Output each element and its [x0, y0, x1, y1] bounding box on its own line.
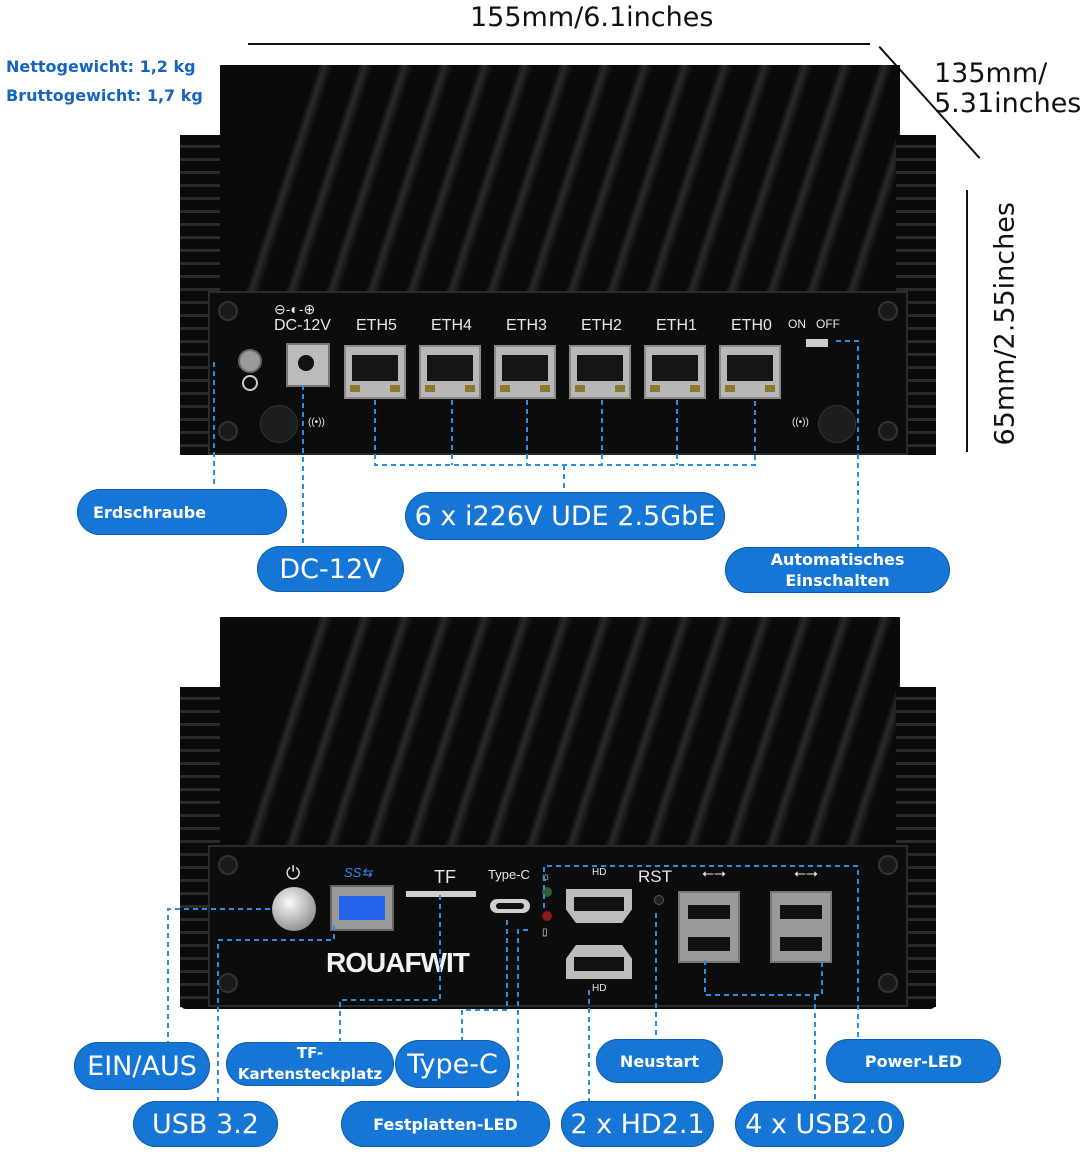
hdmi-logo-icon: HD — [592, 867, 607, 878]
callout-usb32: USB 3.2 — [133, 1101, 278, 1147]
ground-screw-icon[interactable] — [238, 349, 262, 373]
front-io-panel: ⏻ SS⇆ TF Type-C ☼ ▯ HD HD RST ⭠⭢ ⭠⭢ — [208, 845, 908, 1007]
callout-typec: Type-C — [395, 1040, 510, 1088]
callout-hdmi: 2 x HD2.1 — [561, 1101, 714, 1147]
hdd-led — [542, 911, 552, 921]
heatsink-top — [220, 65, 900, 295]
panel-screw-icon — [218, 421, 238, 441]
callout-hdd-led: Festplatten-LED — [341, 1101, 550, 1147]
callout-auto-power-on-line1: Automatisches — [770, 550, 905, 569]
brand-logo: ROUAFWIT — [326, 947, 470, 978]
callout-usb20: 4 x USB2.0 — [735, 1101, 904, 1147]
wifi-icon: ((•)) — [792, 417, 809, 428]
eth3-port[interactable] — [494, 345, 556, 399]
eth1-label: ETH1 — [656, 317, 697, 334]
ground-symbol-icon — [242, 375, 258, 391]
net-weight: Nettogewicht: 1,2 kg — [6, 57, 196, 76]
hdmi-port-upper[interactable] — [566, 889, 632, 923]
usb-logo-icon: ⭠⭢ — [702, 865, 727, 882]
callout-power-led: Power-LED — [826, 1039, 1001, 1083]
tf-card-slot[interactable] — [406, 891, 476, 897]
depth-dimension-label-2: 5.31inches — [934, 88, 1080, 119]
gross-weight: Bruttogewicht: 1,7 kg — [6, 86, 203, 105]
eth0-label: ETH0 — [731, 317, 772, 334]
eth2-label: ETH2 — [581, 317, 622, 334]
switch-on-label: ON — [788, 317, 806, 331]
rear-io-panel: ⊖-◐-⊕ DC-12V ETH5 ETH4 ETH3 ETH2 ETH1 ET… — [208, 291, 908, 455]
callout-tf-slot: TF-Kartensteckplatz — [226, 1042, 394, 1086]
usb3-logo-icon: SS⇆ — [344, 865, 373, 880]
dc-jack[interactable] — [286, 343, 330, 387]
power-symbol-icon: ⏻ — [286, 863, 301, 883]
eth5-label: ETH5 — [356, 317, 397, 334]
panel-screw-icon — [218, 855, 238, 875]
eth1-port[interactable] — [644, 345, 706, 399]
typec-port[interactable] — [490, 899, 530, 913]
panel-screw-icon — [878, 301, 898, 321]
callout-erdschraube: Erdschraube — [77, 489, 287, 535]
depth-dimension-label-1: 135mm/ — [934, 58, 1048, 89]
typec-label: Type-C — [488, 867, 530, 882]
heatsink-top — [220, 617, 900, 847]
hdd-icon: ▯ — [542, 927, 548, 938]
callout-lan-ports: 6 x i226V UDE 2.5GbE — [405, 492, 725, 540]
usb2-stack-left[interactable] — [678, 891, 740, 963]
usb2-stack-right[interactable] — [770, 891, 832, 963]
eth0-port[interactable] — [719, 345, 781, 399]
switch-off-label: OFF — [816, 317, 840, 331]
power-led-icon: ☼ — [540, 869, 551, 883]
eth3-label: ETH3 — [506, 317, 547, 334]
tf-label: TF — [434, 867, 456, 887]
power-led — [542, 887, 552, 897]
eth4-label: ETH4 — [431, 317, 472, 334]
antenna-port-left[interactable] — [260, 405, 298, 443]
callout-dc12v: DC-12V — [257, 546, 404, 592]
eth4-port[interactable] — [419, 345, 481, 399]
callout-ein-aus: EIN/AUS — [74, 1042, 210, 1090]
antenna-port-right[interactable] — [818, 405, 856, 443]
width-dimension-line — [248, 43, 870, 45]
reset-button[interactable] — [654, 895, 664, 905]
usb32-port[interactable] — [330, 885, 394, 931]
device-front-view: ⏻ SS⇆ TF Type-C ☼ ▯ HD HD RST ⭠⭢ ⭠⭢ — [180, 617, 940, 1009]
callout-auto-power-on-line2: Einschalten — [785, 571, 890, 590]
height-dimension-line — [966, 190, 968, 452]
eth2-port[interactable] — [569, 345, 631, 399]
device-rear-view: ⊖-◐-⊕ DC-12V ETH5 ETH4 ETH3 ETH2 ETH1 ET… — [180, 65, 940, 457]
dc-polarity-icon: ⊖-◐-⊕ — [274, 301, 316, 317]
wifi-icon: ((•)) — [308, 417, 325, 428]
panel-screw-icon — [878, 421, 898, 441]
usb-logo-icon: ⭠⭢ — [794, 865, 819, 882]
panel-screw-icon — [878, 855, 898, 875]
panel-screw-icon — [878, 973, 898, 993]
dc-label: DC-12V — [274, 317, 331, 334]
callout-neustart: Neustart — [596, 1039, 723, 1083]
panel-screw-icon — [218, 301, 238, 321]
callout-auto-power-on: Automatisches Einschalten — [725, 547, 950, 593]
hdmi-logo-icon: HD — [592, 983, 607, 994]
auto-power-switch[interactable] — [806, 339, 828, 347]
rst-label: RST — [638, 867, 672, 886]
power-button[interactable] — [272, 887, 316, 931]
width-dimension-label: 155mm/6.1inches — [470, 2, 714, 33]
eth5-port[interactable] — [344, 345, 406, 399]
